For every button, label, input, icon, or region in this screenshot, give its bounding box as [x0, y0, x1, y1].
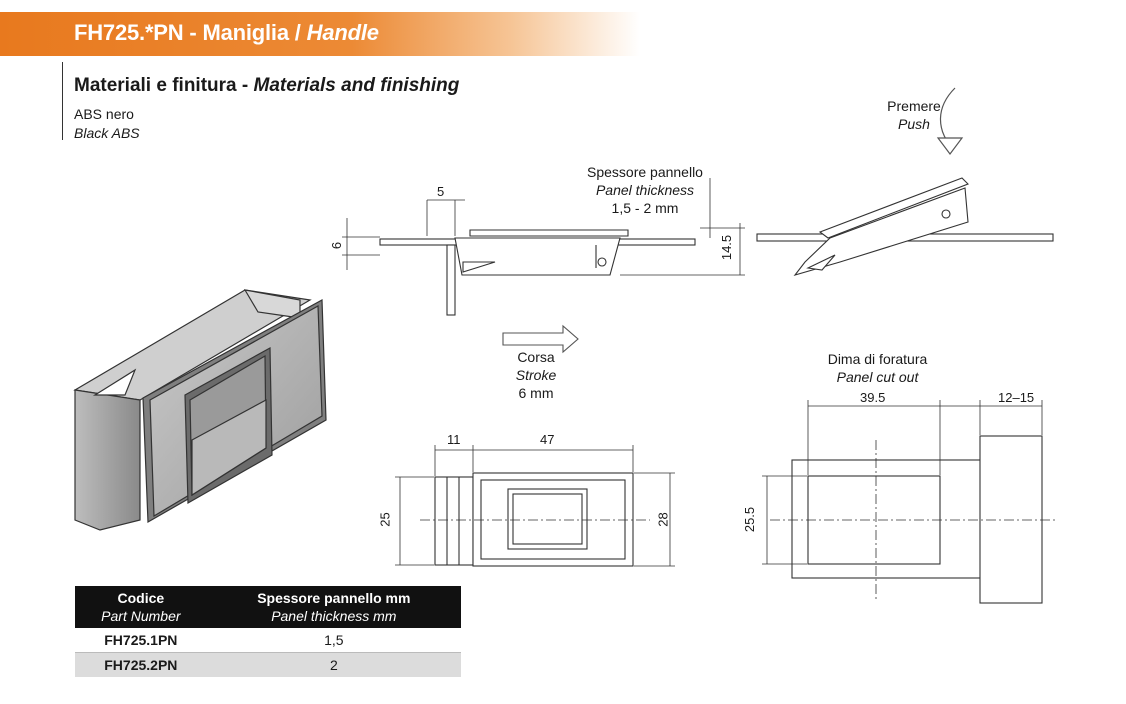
material-en: Black ABS — [74, 125, 140, 141]
front-view — [434, 472, 634, 567]
thickness-value: 1,5 — [206, 628, 461, 653]
dim-6: 6 — [329, 241, 345, 250]
part-code: FH725.1PN — [75, 628, 207, 653]
table-row: FH725.2PN 2 — [75, 652, 461, 677]
part-code: FH725.2PN — [75, 652, 207, 677]
handle-3d-view — [73, 289, 327, 531]
dim-5: 5 — [437, 184, 445, 199]
dim-25: 25 — [377, 512, 393, 527]
dim-28: 28 — [655, 512, 671, 527]
push-position-view — [756, 177, 1054, 276]
dim-14-5: 14.5 — [719, 234, 735, 261]
header-banner — [0, 12, 640, 56]
dim-25-5: 25.5 — [742, 506, 758, 533]
material-it: ABS nero — [74, 106, 134, 122]
dim-39-5: 39.5 — [860, 390, 886, 405]
section-divider — [62, 62, 63, 140]
materials-title: Materiali e finitura - Materials and fin… — [74, 75, 460, 96]
stroke-arrow-icon — [502, 324, 579, 354]
side-section-view — [379, 229, 696, 316]
dim-12-15: 12–15 — [998, 390, 1035, 405]
dim-11: 11 — [447, 432, 461, 447]
dim-47: 47 — [540, 432, 555, 447]
thickness-value: 2 — [206, 652, 461, 677]
page-title: FH725.*PN - Maniglia / Handle — [74, 20, 379, 45]
panel-cutout-view — [791, 435, 1043, 604]
table-row: FH725.1PN 1,5 — [75, 628, 461, 653]
